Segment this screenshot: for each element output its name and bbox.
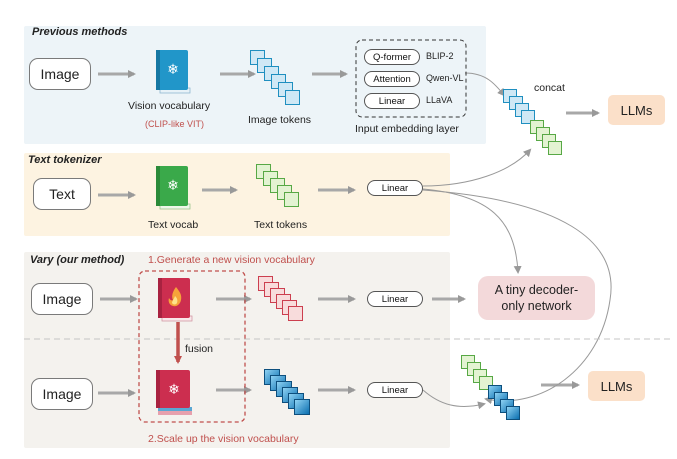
- svg-text:❄: ❄: [168, 382, 180, 398]
- vision-vocabulary-label: Vision vocabulary: [128, 100, 211, 112]
- vision-vocabulary-sublabel: (CLIP-like VIT): [145, 119, 205, 129]
- text-tokens-stack: [256, 164, 310, 220]
- text-tokenizer-title: Text tokenizer: [28, 154, 102, 166]
- blip2-label: BLIP-2: [426, 51, 454, 61]
- scaled-vision-vocab-book-icon: ❄: [156, 370, 192, 415]
- image-tokens-stack: [250, 50, 304, 106]
- embedding-dashed-box: [355, 39, 467, 118]
- curve-connectors: [422, 72, 612, 410]
- input-embedding-layer-label: Input embedding layer: [355, 123, 459, 135]
- linear-pill-llava: Linear: [364, 93, 420, 109]
- svg-text:❄: ❄: [167, 178, 179, 194]
- decoder-line-1: A tiny decoder-: [494, 283, 579, 297]
- new-vision-vocab-book-icon: [158, 278, 193, 322]
- llava-label: LLaVA: [426, 95, 453, 105]
- concat-tokens-stack: [503, 89, 573, 159]
- qwen-vl-label: Qwen-VL: [426, 73, 464, 83]
- linear-pill-text: Linear: [367, 180, 423, 196]
- text-input-box: Text: [33, 178, 91, 210]
- concat-label: concat: [534, 82, 565, 94]
- text-tokens-label: Text tokens: [254, 219, 308, 231]
- llms-box-top: LLMs: [608, 95, 665, 125]
- attention-pill: Attention: [364, 71, 420, 87]
- image-input-box-vary-1: Image: [31, 283, 93, 315]
- image-input-box-vary-2: Image: [31, 378, 93, 410]
- vary-tokens-stack-image: [264, 369, 320, 419]
- vary-concat-tokens-stack: [461, 355, 537, 425]
- text-vocab-label: Text vocab: [148, 219, 199, 231]
- step2-label: 2.Scale up the vision vocabulary: [148, 433, 299, 445]
- text-vocab-book-icon: ❄: [156, 166, 191, 210]
- fusion-label: fusion: [185, 343, 214, 355]
- decoder-line-2: only network: [501, 299, 572, 313]
- vary-tokens-stack-red: [258, 276, 312, 332]
- svg-text:❄: ❄: [167, 62, 179, 78]
- vary-title: Vary (our method): [30, 254, 125, 266]
- linear-pill-vary-1: Linear: [367, 291, 423, 307]
- image-input-box: Image: [29, 58, 91, 90]
- tiny-decoder-box: A tiny decoder- only network: [478, 276, 595, 320]
- flow-arrows: [98, 70, 600, 397]
- image-tokens-label: Image tokens: [248, 114, 312, 126]
- vision-vocabulary-book-icon: ❄: [156, 50, 191, 94]
- step1-label: 1.Generate a new vision vocabulary: [148, 254, 315, 266]
- q-former-pill: Q-former: [364, 49, 420, 65]
- vary-panel: [24, 252, 450, 448]
- linear-pill-vary-2: Linear: [367, 382, 423, 398]
- previous-methods-title: Previous methods: [32, 26, 128, 38]
- llms-box-bottom: LLMs: [588, 371, 645, 401]
